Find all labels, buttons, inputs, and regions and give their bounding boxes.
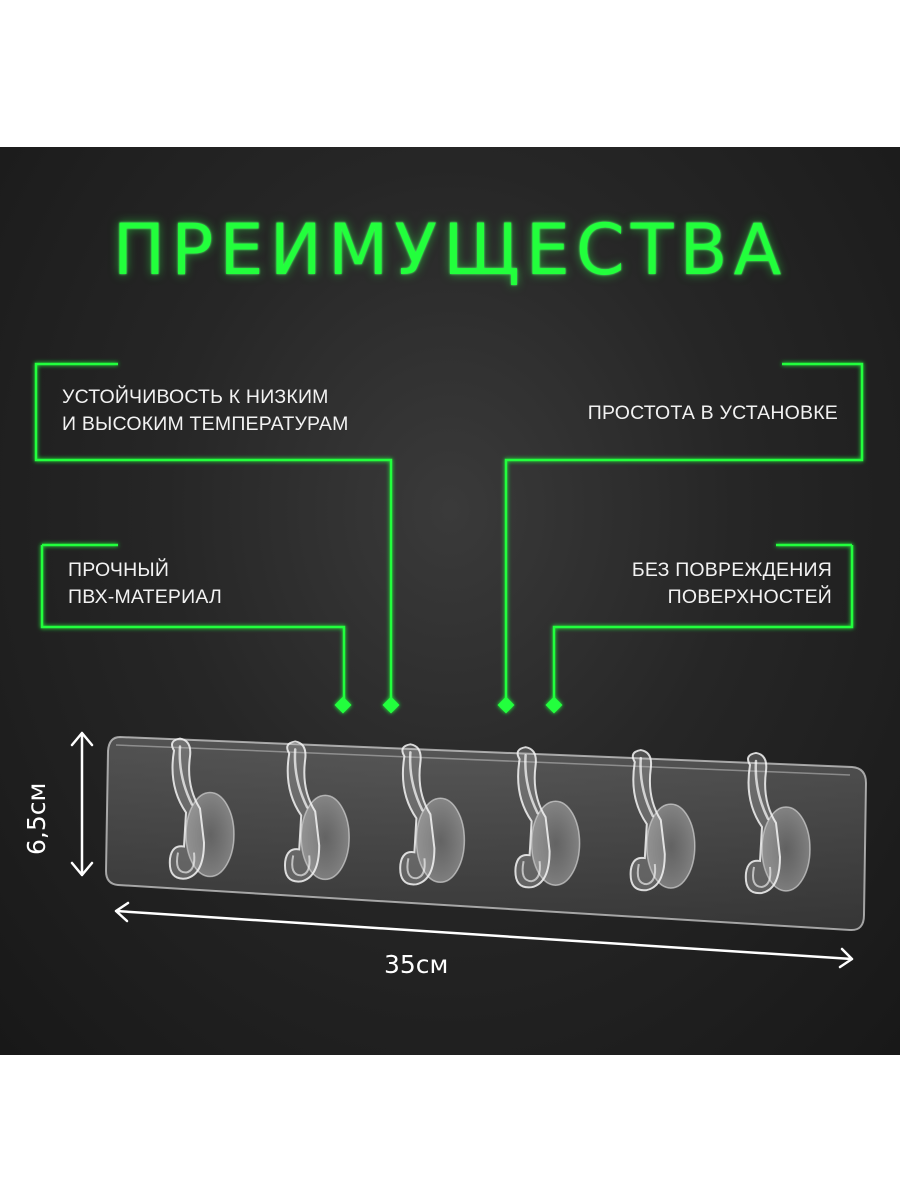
feature-line: ПРОЧНЫЙ [68, 559, 170, 581]
hooks-group [168, 737, 811, 895]
width-dimension-label: 35см [384, 950, 449, 979]
hook [168, 737, 235, 880]
infographic-poster: ПРЕИМУЩЕСТВА УСТОЙЧИВОСТЬ К НИЗКИМ И ВЫС… [0, 147, 900, 1055]
callout-line-surface [552, 545, 854, 699]
feature-line: ПРОСТОТА В УСТАНОВКЕ [587, 402, 838, 424]
feature-easy-installation: ПРОСТОТА В УСТАНОВКЕ [588, 400, 838, 427]
feature-line: И ВЫСОКИМ ТЕМПЕРАТУРАМ [62, 413, 349, 435]
height-dimension-label: 6,5см [22, 782, 51, 855]
callout-line-installation [504, 362, 864, 699]
hook-arm [744, 751, 782, 895]
callout-marker-material [334, 696, 352, 714]
feature-temperature-resistance: УСТОЙЧИВОСТЬ К НИЗКИМ И ВЫСОКИМ ТЕМПЕРАТ… [62, 384, 349, 438]
suction-pad [530, 800, 581, 886]
feature-no-surface-damage: БЕЗ ПОВРЕЖДЕНИЯ ПОВЕРХНОСТЕЙ [632, 557, 832, 611]
width-arrow [114, 901, 854, 969]
callout-marker-surface [545, 696, 563, 714]
callout-marker-installation [497, 696, 515, 714]
feature-line: ПОВЕРХНОСТЕЙ [667, 586, 832, 608]
hook [744, 751, 811, 895]
hook-arm [284, 740, 321, 883]
feature-line: БЕЗ ПОВРЕЖДЕНИЯ [631, 559, 832, 581]
hook-arm [629, 749, 666, 892]
hook [629, 749, 696, 892]
hook-arm [514, 746, 551, 889]
hook [514, 746, 581, 889]
feature-durable-material: ПРОЧНЫЙ ПВХ-МАТЕРИАЛ [68, 557, 222, 611]
hook [399, 743, 466, 886]
callout-line-material [40, 545, 346, 699]
hook [284, 740, 350, 883]
hook-arm [168, 737, 206, 880]
callout-marker-temperature [382, 696, 400, 714]
feature-line: УСТОЙЧИВОСТЬ К НИЗКИМ [62, 386, 329, 408]
callout-line-temperature [34, 362, 393, 699]
suction-pad [646, 803, 696, 889]
suction-pad [185, 791, 235, 878]
suction-pad [761, 806, 811, 892]
suction-pad [415, 797, 466, 884]
page-title: ПРЕИМУЩЕСТВА [112, 209, 788, 291]
height-arrow [70, 731, 94, 877]
callout-lines-and-product [34, 362, 868, 969]
hook-arm [399, 743, 436, 886]
feature-line: ПВХ-МАТЕРИАЛ [68, 586, 222, 608]
suction-pad [300, 794, 350, 881]
